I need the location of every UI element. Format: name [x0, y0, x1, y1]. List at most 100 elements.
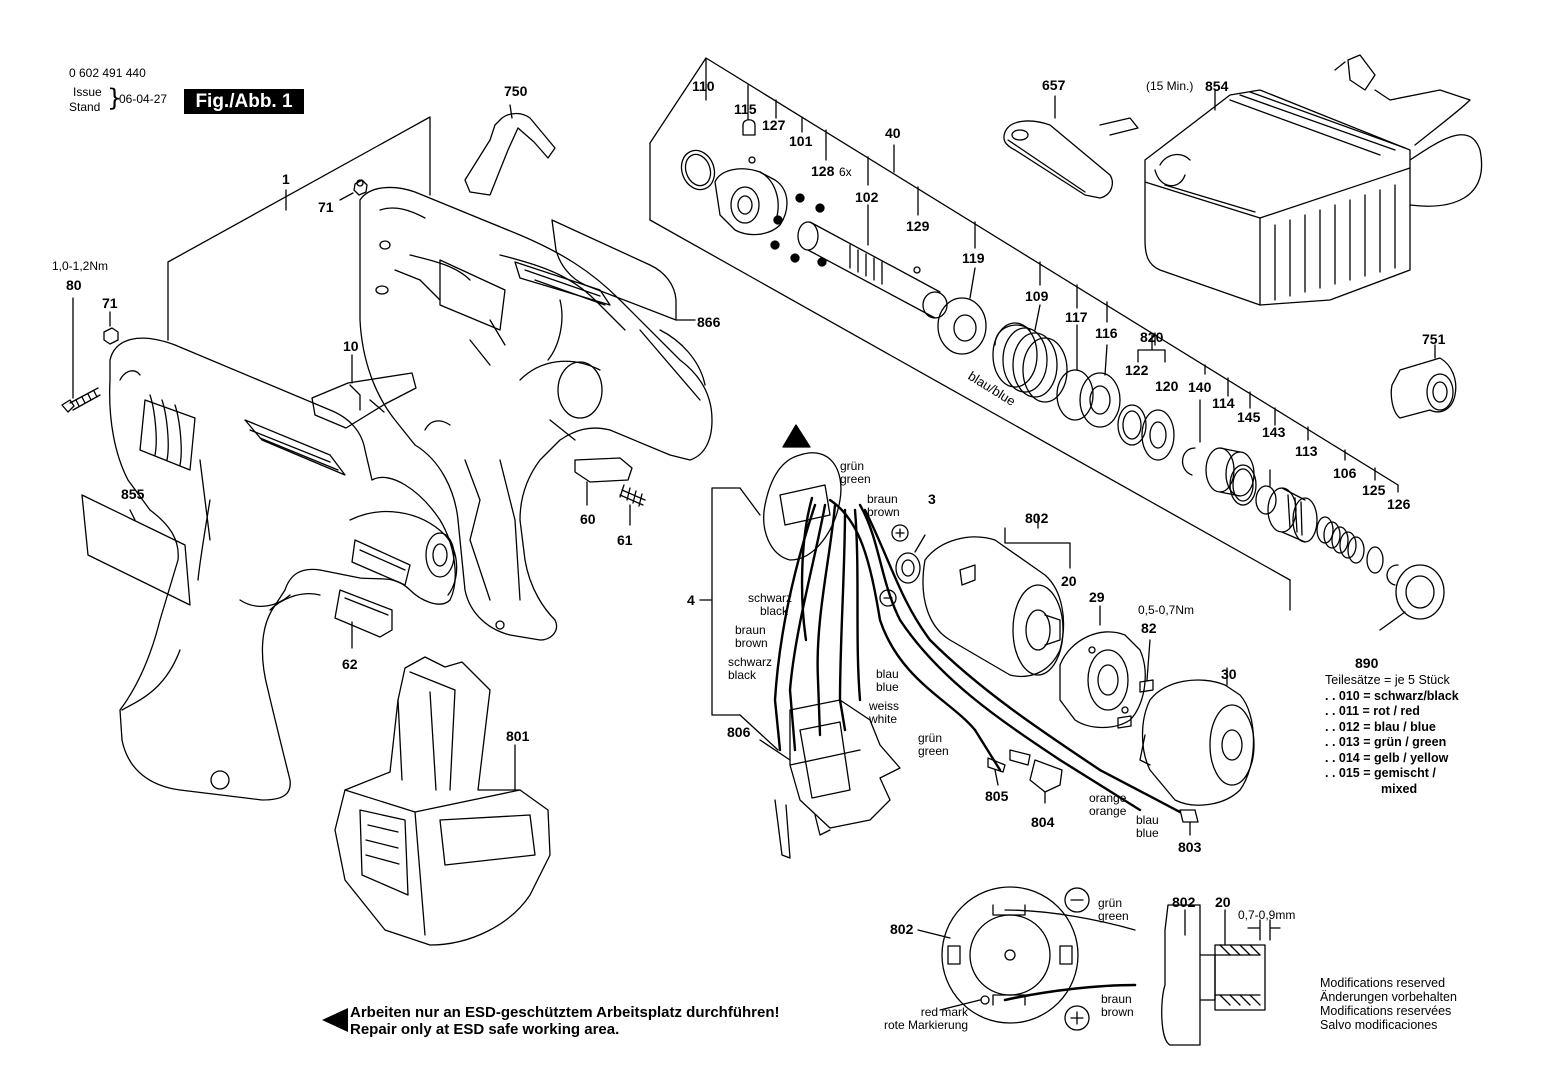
part-sets-title: Teilesätze = je 5 Stück	[1325, 673, 1450, 687]
label-80-torque: 1,0-1,2Nm	[52, 259, 109, 273]
wire-bundle	[773, 496, 1182, 814]
label-29: 29	[1089, 589, 1105, 605]
modifications-line: Änderungen vorbehalten	[1320, 990, 1457, 1004]
oring-145	[1229, 464, 1257, 506]
label-113: 113	[1295, 443, 1318, 459]
label-855	[81, 494, 191, 606]
label-62: 62	[342, 656, 358, 672]
washer-890	[1379, 564, 1445, 631]
label-117: 117	[1065, 309, 1088, 325]
label-128-qty: 6x	[839, 165, 852, 179]
electrical-bracket	[699, 487, 779, 751]
label-109: 109	[1025, 288, 1049, 304]
label-80: 80	[66, 277, 82, 293]
label-115: 115	[734, 101, 757, 117]
label-751: 751	[1422, 331, 1446, 347]
label-30: 30	[1221, 666, 1237, 682]
stand-label: Stand	[69, 100, 101, 114]
ring-140	[1181, 399, 1201, 476]
modifications-note: Modifications reserved Änderungen vorbeh…	[1320, 976, 1457, 1032]
motor-endview-detail	[917, 886, 1137, 1031]
shaft-assembly-bracket	[649, 57, 1399, 611]
modifications-line: Modifications reservées	[1320, 1004, 1452, 1018]
gap-detail	[1161, 904, 1281, 1046]
clip-750	[464, 104, 556, 196]
balls-128	[770, 193, 827, 267]
label-750: 750	[504, 83, 528, 99]
part-sets-legend: Teilesätze = je 5 Stück . . 010 = schwar…	[1325, 673, 1459, 797]
label-803: 803	[1178, 839, 1202, 855]
label-657: 657	[1042, 77, 1066, 93]
detail-label-20: 20	[1215, 894, 1231, 910]
part-set-item: mixed	[1381, 781, 1418, 796]
switch-plate	[763, 452, 842, 561]
label-801: 801	[506, 728, 530, 744]
label-40: 40	[885, 125, 901, 141]
label-854: 854	[1205, 78, 1229, 94]
part-set-item: . . 014 = gelb / yellow	[1325, 750, 1449, 765]
motor-802	[922, 514, 1071, 678]
label-71-upper: 71	[318, 199, 334, 215]
minus-terminal-icon	[879, 589, 897, 607]
ring-110	[680, 149, 716, 191]
label-145: 145	[1237, 409, 1261, 425]
issue-brace: }	[107, 84, 123, 112]
label-10: 10	[343, 338, 359, 354]
cover-866	[551, 219, 696, 321]
label-125: 125	[1362, 482, 1386, 498]
sleeve-143	[1255, 469, 1277, 515]
housing-bracket	[167, 116, 431, 341]
label-128: 128	[811, 163, 835, 179]
nut-71-upper	[339, 179, 368, 201]
label-114: 114	[1212, 395, 1235, 411]
part-set-item: . . 015 = gemischt /	[1325, 766, 1436, 780]
screw-80	[61, 297, 101, 413]
label-854-note: (15 Min.)	[1146, 79, 1194, 93]
ball-127	[748, 156, 756, 164]
label-101: 101	[789, 133, 813, 149]
label-82: 82	[1141, 620, 1157, 636]
label-140: 140	[1188, 379, 1212, 395]
ring-122	[1117, 404, 1147, 446]
clip-126	[1386, 564, 1399, 586]
label-61: 61	[617, 532, 633, 548]
ring-117	[1056, 324, 1094, 421]
label-122: 122	[1125, 362, 1149, 378]
bracket-820	[1137, 334, 1166, 363]
label-116: 116	[1095, 325, 1118, 341]
label-119: 119	[962, 250, 985, 266]
part-set-item: . . 010 = schwarz/black	[1325, 688, 1459, 703]
switch-806	[759, 699, 901, 859]
label-127: 127	[762, 117, 786, 133]
housing-left-half	[109, 337, 458, 801]
part-60	[574, 457, 633, 506]
detail-label-802-left: 802	[890, 921, 914, 937]
ring-125	[1366, 546, 1384, 574]
label-102: 102	[855, 189, 879, 205]
label-20: 20	[1061, 573, 1077, 589]
label-3: 3	[928, 491, 936, 507]
spindle-102	[797, 204, 948, 319]
part-115	[742, 119, 756, 136]
label-805: 805	[985, 788, 1009, 804]
detail-gap: 0,7-0,9mm	[1238, 908, 1296, 922]
esd-warning: Arbeiten nur an ESD-geschütztem Arbeitsp…	[350, 1004, 780, 1038]
issue-date: 06-04-27	[119, 92, 168, 106]
label-890: 890	[1355, 655, 1379, 671]
washer-3	[895, 534, 926, 584]
charger-854	[1144, 54, 1483, 306]
label-804: 804	[1031, 814, 1055, 830]
label-71-lower: 71	[102, 295, 118, 311]
screws-82	[1117, 639, 1154, 729]
label-126: 126	[1387, 496, 1411, 512]
label-129: 129	[906, 218, 930, 234]
label-802: 802	[1025, 510, 1049, 526]
plus-sign	[895, 528, 905, 538]
